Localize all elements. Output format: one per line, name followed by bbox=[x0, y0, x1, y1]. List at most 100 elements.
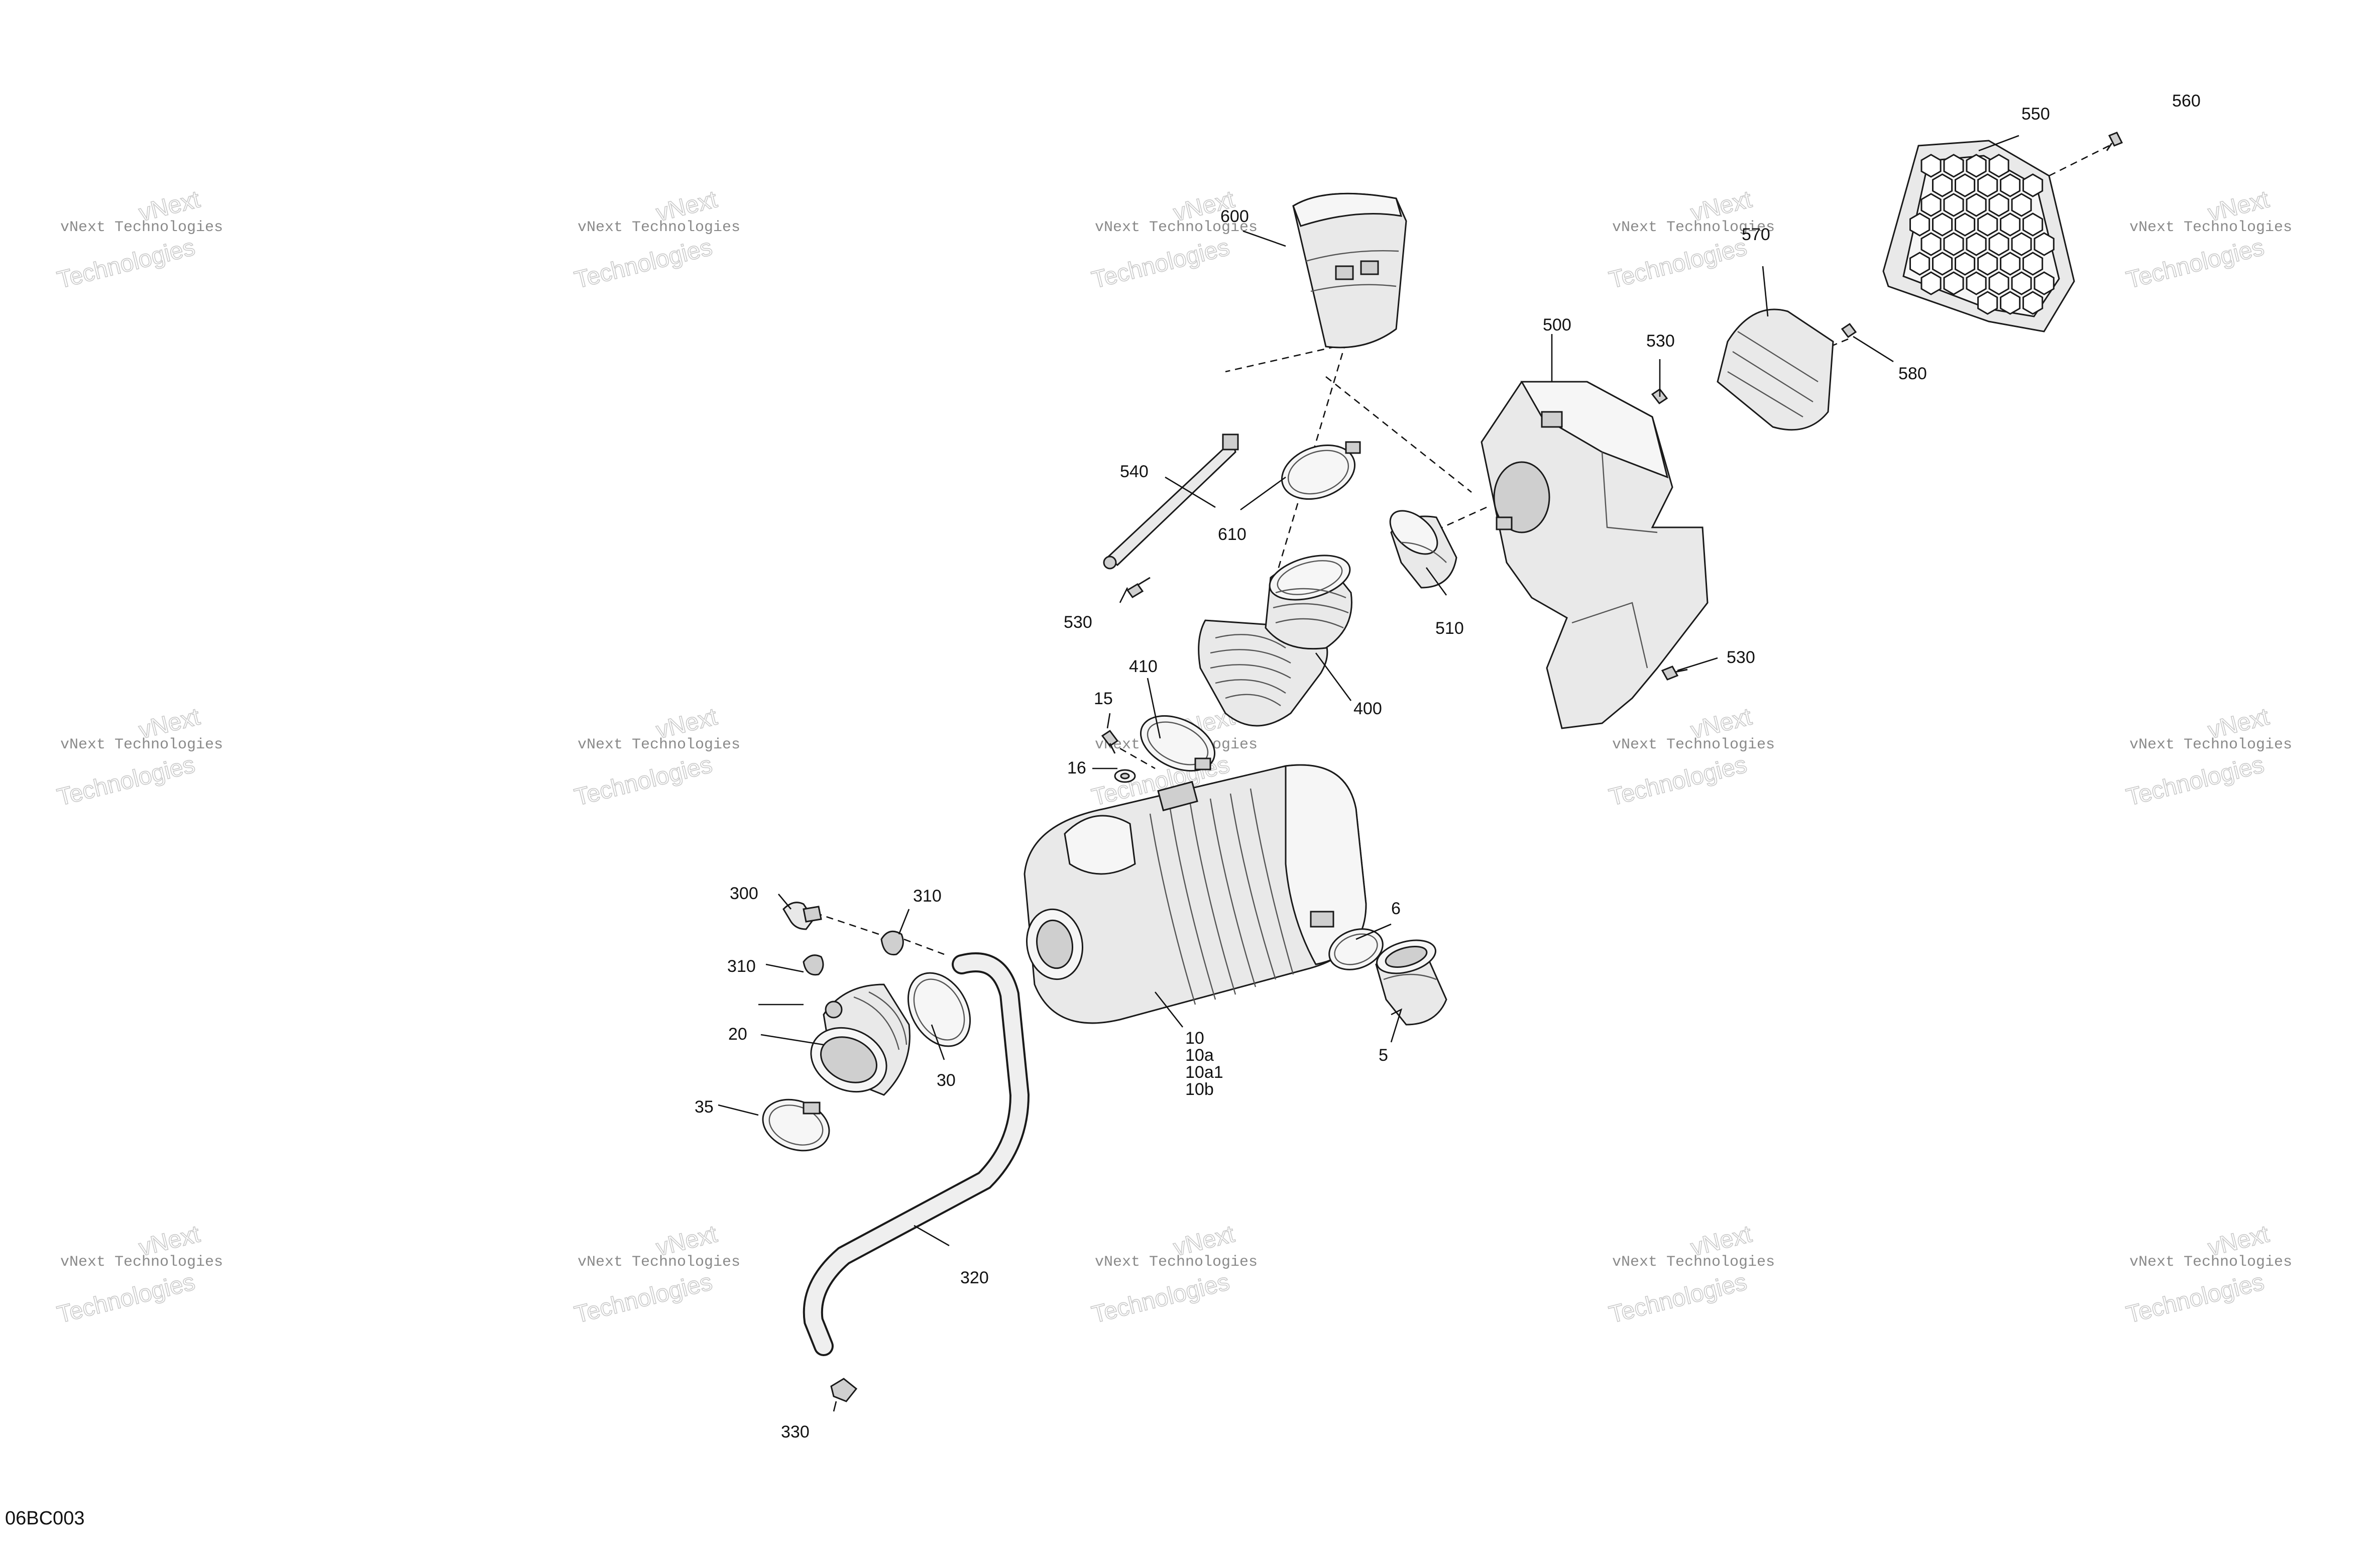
part-530-screw-c bbox=[1661, 666, 1688, 681]
honeycomb-cell bbox=[1988, 193, 2009, 217]
callout-20: 20 bbox=[728, 1025, 747, 1044]
part-610-clamp bbox=[1281, 441, 1361, 500]
callout-500: 500 bbox=[1543, 315, 1571, 335]
honeycomb-cell bbox=[2000, 252, 2021, 276]
part-300-elbow bbox=[782, 902, 822, 930]
honeycomb-cell bbox=[1932, 173, 1953, 197]
honeycomb-cell bbox=[2011, 193, 2032, 217]
part-310-clamp-b bbox=[803, 954, 824, 976]
watermark-outline-text: Technologies bbox=[1607, 234, 1750, 294]
callout-540: 540 bbox=[1120, 462, 1149, 481]
watermark-outline-text: Technologies bbox=[572, 751, 715, 811]
watermark-outline-text: Technologies bbox=[2124, 751, 2267, 811]
watermark-text: vNext Technologies bbox=[1612, 736, 1775, 753]
watermark-text: vNext Technologies bbox=[60, 1254, 223, 1271]
watermark-outline-text: Technologies bbox=[1607, 751, 1750, 811]
leader-lines bbox=[718, 135, 2019, 1412]
callout-16: 16 bbox=[1067, 758, 1086, 778]
honeycomb-cell bbox=[1966, 154, 1987, 178]
callout-610: 610 bbox=[1218, 525, 1246, 544]
part-10-airbox bbox=[1024, 764, 1367, 1024]
part-560-screw bbox=[2106, 132, 2123, 151]
honeycomb-cell bbox=[1909, 212, 1931, 237]
watermark-text: vNext Technologies bbox=[1612, 219, 1775, 236]
callout-15: 15 bbox=[1094, 689, 1113, 708]
part-500-bracket-housing bbox=[1481, 381, 1709, 729]
watermark-text: vNext Technologies bbox=[1095, 1254, 1258, 1271]
honeycomb-cell bbox=[2022, 291, 2044, 315]
honeycomb-cell bbox=[1966, 271, 1987, 295]
honeycomb-cell bbox=[2022, 252, 2044, 276]
watermark-text: vNext Technologies bbox=[2129, 1254, 2292, 1271]
callout-560: 560 bbox=[2172, 91, 2201, 111]
callout-labels: 600 540 610 530 400 410 15 16 10 10a 10a… bbox=[695, 91, 2201, 1442]
watermark-outline-text: Technologies bbox=[55, 1269, 198, 1329]
grille-honeycomb bbox=[1909, 154, 2055, 315]
callout-530-c: 530 bbox=[1727, 648, 1755, 667]
part-310-clamp-a bbox=[880, 930, 904, 956]
part-410-clamp bbox=[1140, 715, 1216, 772]
honeycomb-cell bbox=[2033, 271, 2055, 295]
honeycomb-cell bbox=[1932, 212, 1953, 237]
callout-410: 410 bbox=[1129, 657, 1158, 676]
honeycomb-cell bbox=[1920, 271, 1942, 295]
honeycomb-cell bbox=[1920, 154, 1942, 178]
callout-580: 580 bbox=[1898, 364, 1927, 383]
honeycomb-cell bbox=[1977, 173, 1998, 197]
part-540-bracket bbox=[1103, 433, 1239, 570]
watermark-text: vNext Technologies bbox=[1612, 1254, 1775, 1271]
honeycomb-cell bbox=[2000, 291, 2021, 315]
honeycomb-cell bbox=[1988, 271, 2009, 295]
callout-310-a: 310 bbox=[913, 887, 942, 906]
callout-510: 510 bbox=[1435, 619, 1464, 638]
part-6-clamp bbox=[1328, 928, 1384, 970]
watermark-text: vNext Technologies bbox=[578, 736, 740, 753]
part-550-grille bbox=[1882, 140, 2075, 333]
watermark-text: vNext Technologies bbox=[578, 1254, 740, 1271]
part-530-screw-a bbox=[1126, 577, 1151, 598]
callout-550: 550 bbox=[2021, 104, 2050, 124]
watermark-outline-text: Technologies bbox=[572, 1269, 715, 1329]
watermark-outline-text: Technologies bbox=[2124, 234, 2267, 294]
part-20-adapter bbox=[810, 983, 911, 1096]
part-600-intake-duct bbox=[1292, 192, 1407, 349]
honeycomb-cell bbox=[2011, 232, 2032, 256]
callout-30: 30 bbox=[937, 1071, 956, 1090]
honeycomb-cell bbox=[1988, 154, 2009, 178]
honeycomb-cell bbox=[2011, 271, 2032, 295]
honeycomb-cell bbox=[2000, 173, 2021, 197]
honeycomb-cell bbox=[1955, 212, 1976, 237]
callout-570: 570 bbox=[1742, 225, 1770, 244]
callout-310-b: 310 bbox=[727, 957, 756, 976]
watermark-text: vNext Technologies bbox=[578, 219, 740, 236]
part-30-clamp bbox=[907, 972, 971, 1047]
callout-530-b: 530 bbox=[1646, 332, 1675, 351]
part-510-coupler bbox=[1389, 510, 1457, 589]
callout-10a1: 10a1 bbox=[1185, 1063, 1223, 1082]
callout-5: 5 bbox=[1379, 1046, 1388, 1065]
watermark-outline-text: Technologies bbox=[1607, 1269, 1750, 1329]
callout-10b: 10b bbox=[1185, 1080, 1214, 1099]
honeycomb-cell bbox=[1966, 193, 1987, 217]
callout-300: 300 bbox=[730, 884, 758, 903]
callout-10a: 10a bbox=[1185, 1046, 1214, 1065]
watermark-text: vNext Technologies bbox=[60, 736, 223, 753]
watermark-outline-text: Technologies bbox=[55, 751, 198, 811]
watermark-outline-text: Technologies bbox=[1089, 1269, 1232, 1329]
part-320-hose bbox=[803, 952, 1030, 1356]
honeycomb-cell bbox=[1943, 154, 1964, 178]
diagram-code: 06BC003 bbox=[5, 1508, 84, 1529]
watermark-text: vNext Technologies bbox=[2129, 736, 2292, 753]
